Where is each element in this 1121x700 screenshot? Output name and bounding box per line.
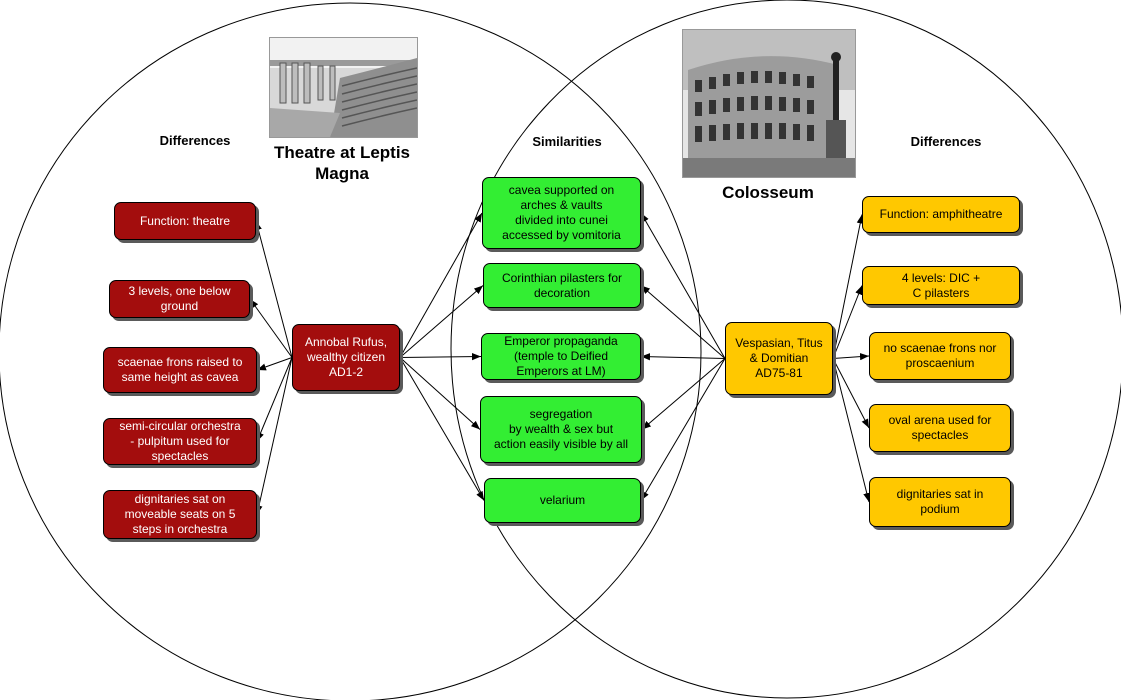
right-differences-label: Differences xyxy=(910,134,982,149)
connector-arrows xyxy=(249,212,871,515)
similarity-item: Corinthian pilasters for decoration xyxy=(483,263,641,308)
colosseum-title: Colosseum xyxy=(722,183,814,202)
connector-arrow xyxy=(249,298,293,358)
similarity-item: segregation by wealth & sex but action e… xyxy=(480,396,642,463)
colosseum-photo xyxy=(682,29,856,178)
colosseum-patron-hub: Vespasian, Titus & Domitian AD75-81 xyxy=(725,322,833,395)
theatre-difference-item: scaenae frons raised to same height as c… xyxy=(103,347,257,393)
connector-arrow xyxy=(640,285,726,359)
similarity-item: velarium xyxy=(484,478,641,523)
theatre-difference-item: 3 levels, one below ground xyxy=(109,280,250,318)
connector-arrow xyxy=(399,285,484,358)
connector-arrow xyxy=(640,212,726,359)
right-circle xyxy=(450,0,1121,699)
connector-arrow xyxy=(832,358,871,503)
connector-arrow xyxy=(641,358,726,430)
connector-arrow xyxy=(256,357,293,371)
connector-arrow xyxy=(256,357,293,442)
connector-arrow xyxy=(640,353,726,361)
colosseum-difference-item: oval arena used for spectacles xyxy=(869,404,1011,452)
connector-arrow xyxy=(399,353,482,361)
left-circle xyxy=(0,2,702,700)
theatre-photo xyxy=(269,37,418,138)
theatre-difference-item: Function: theatre xyxy=(114,202,256,240)
connector-arrow xyxy=(254,220,293,358)
theatre-title: Theatre at Leptis Magna xyxy=(273,143,411,183)
connector-arrow xyxy=(832,285,863,359)
connector-arrow xyxy=(399,212,483,358)
colosseum-difference-item: 4 levels: DIC + C pilasters xyxy=(862,266,1020,305)
similarity-item: Emperor propaganda (temple to Deified Em… xyxy=(481,333,641,380)
colosseum-difference-item: Function: amphitheatre xyxy=(862,196,1020,233)
colosseum-difference-item: dignitaries sat in podium xyxy=(869,477,1011,527)
connector-arrow xyxy=(399,357,481,430)
connector-arrow xyxy=(640,358,726,501)
connector-arrow xyxy=(255,357,293,515)
connector-arrow xyxy=(832,214,864,359)
connector-arrow xyxy=(832,353,870,361)
theatre-patron-hub: Annobal Rufus, wealthy citizen AD1-2 xyxy=(292,324,400,391)
theatre-difference-item: semi-circular orchestra - pulpitum used … xyxy=(103,418,257,465)
connector-arrow xyxy=(399,357,485,501)
colosseum-difference-item: no scaenae frons nor proscaenium xyxy=(869,332,1011,380)
left-differences-label: Differences xyxy=(159,133,231,148)
similarities-label: Similarities xyxy=(532,134,602,149)
connector-arrow xyxy=(832,358,870,429)
similarity-item: cavea supported on arches & vaults divid… xyxy=(482,177,641,249)
theatre-difference-item: dignitaries sat on moveable seats on 5 s… xyxy=(103,490,257,539)
